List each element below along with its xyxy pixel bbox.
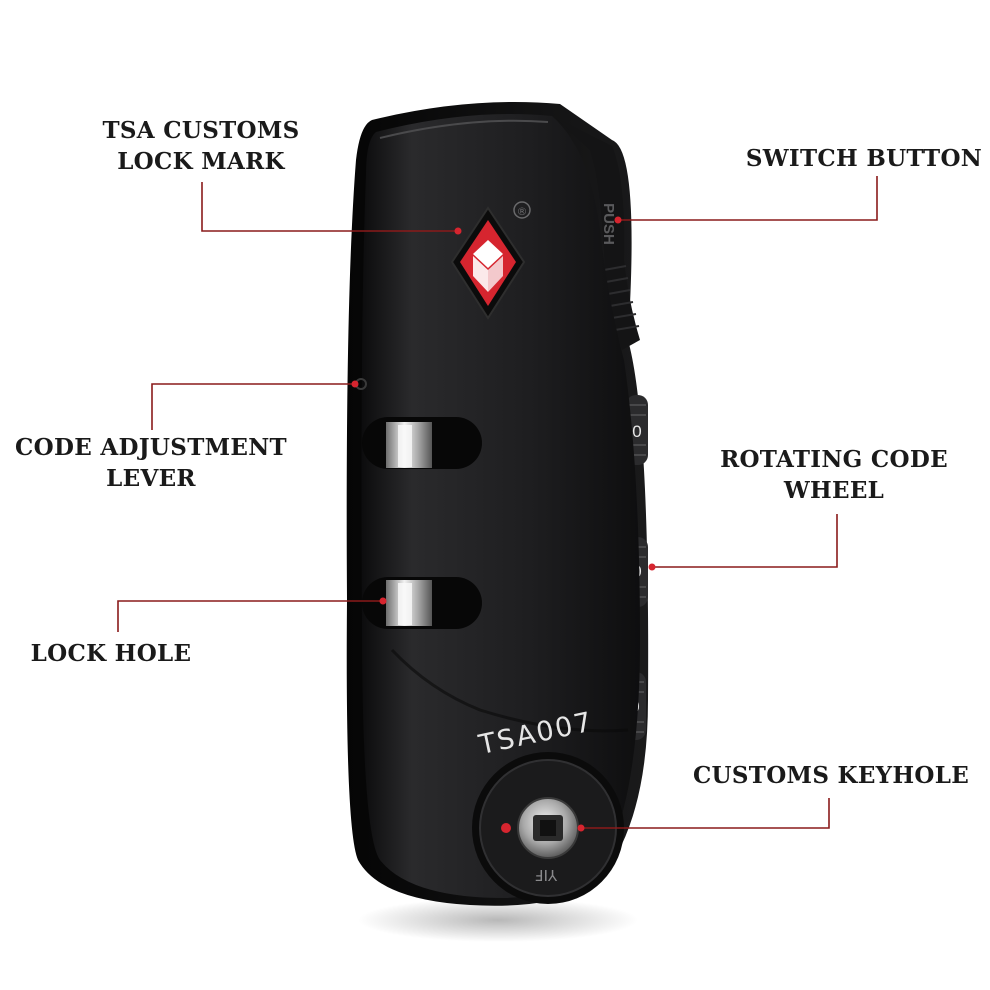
tsa-diamond-logo-icon	[450, 206, 526, 320]
face-highlight	[379, 119, 549, 139]
label-lock-hole: LOCK HOLE	[30, 640, 192, 667]
face-lower-ridge	[390, 648, 629, 733]
label-switch-button: SWITCH BUTTON	[745, 145, 983, 172]
code-wheel-digit: 0	[632, 422, 641, 441]
push-text: PUSH	[600, 203, 617, 245]
keyhole-icon[interactable]	[472, 752, 624, 904]
label-rotating-code-wheel: ROTATING CODE WHEEL	[720, 446, 948, 504]
registered-mark: ®	[513, 201, 531, 219]
upper-lock-slot	[362, 417, 482, 469]
svg-text:®: ®	[517, 205, 528, 218]
label-tsa-customs-lock-mark: TSA CUSTOMS LOCK MARK	[102, 117, 300, 175]
callout-lines	[117, 176, 878, 832]
lock-front-face	[361, 114, 640, 898]
lock-hole[interactable]	[362, 577, 482, 629]
key-brand-text: YIF	[535, 866, 558, 884]
label-code-adjustment-lever: CODE ADJUSTMENT LEVER	[15, 434, 287, 492]
label-customs-keyhole: CUSTOMS KEYHOLE	[692, 762, 970, 789]
floor-shadow	[358, 898, 638, 942]
switch-ridges	[603, 265, 640, 331]
